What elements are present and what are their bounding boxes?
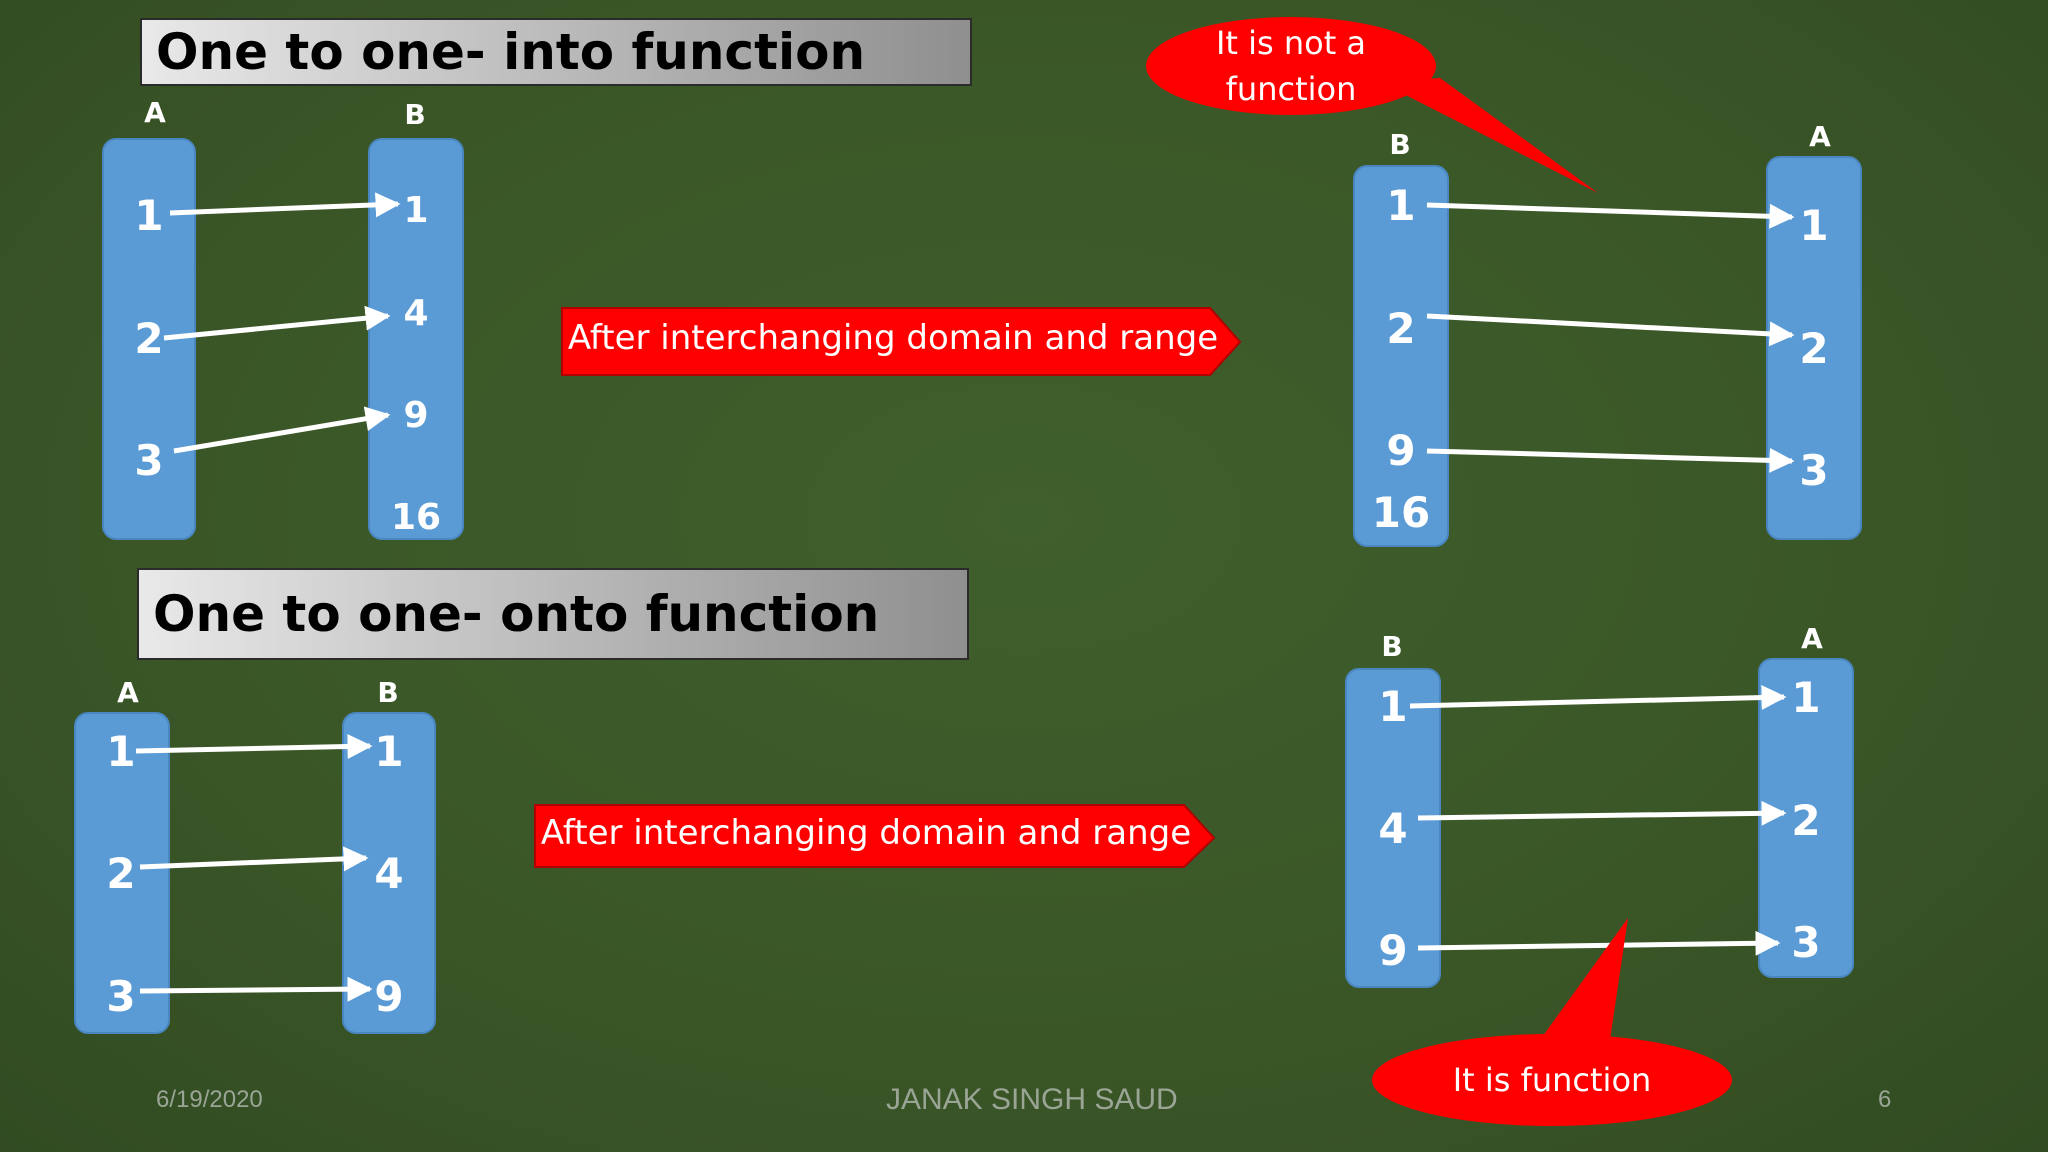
top-left-a-value: 3 [134,436,164,485]
bottom-right-map-arrow [1409,685,1787,711]
top-transform-banner [561,307,1242,376]
top-right-set-a-label: A [1809,120,1831,153]
top-callout-bubble [1146,17,1436,115]
bottom-left-a-value: 1 [106,727,136,776]
bottom-left-b-value: 4 [374,849,404,898]
bottom-callout-text: It is function [1452,1061,1652,1099]
bottom-left-map-arrow [135,733,373,759]
top-left-set-a-label: A [144,96,166,129]
top-right-b-value: 2 [1386,304,1416,353]
top-right-a-value: 2 [1799,324,1829,373]
bottom-left-domain-bar [74,712,170,1034]
top-right-map-arrow [1426,447,1795,473]
footer-slide-number: 6 [1878,1086,1892,1113]
bottom-callout-pointer [1540,918,1628,1040]
top-right-b-value: 1 [1386,181,1416,230]
top-left-a-value: 2 [134,314,164,363]
footer-author: JANAK SINGH SAUD [886,1083,1178,1116]
bottom-transform-banner [534,804,1216,868]
bottom-left-map-arrow [139,846,369,872]
top-callout-pointer [1380,78,1598,193]
top-callout-text: It is not a function [1215,24,1367,108]
top-left-b-value: 4 [403,293,429,334]
top-left-set-b-label: B [404,98,426,131]
bottom-right-map-arrow [1417,800,1787,826]
top-left-b-value: 9 [403,395,429,436]
top-left-a-value: 1 [134,191,164,240]
top-left-map-arrow [163,305,391,341]
bottom-right-b-value: 1 [1378,682,1408,731]
bottom-right-b-value: 4 [1378,804,1408,853]
bottom-transform-label: After interchanging domain and range [540,813,1192,853]
bottom-left-map-arrow [139,976,373,1002]
top-left-domain-bar [102,138,196,540]
top-left-map-arrow [173,406,391,454]
bottom-right-a-value: 1 [1791,673,1821,722]
top-transform-label: After interchanging domain and range [567,318,1219,358]
top-right-a-value: 3 [1799,446,1829,495]
top-right-b-value: 9 [1386,426,1416,475]
bottom-right-domain-bar [1345,668,1441,988]
bottom-left-b-value: 1 [374,727,404,776]
top-right-map-arrow [1426,313,1795,347]
top-left-map-arrow [169,192,401,218]
top-left-b-value: 1 [403,190,429,231]
top-right-domain-bar [1353,165,1449,547]
bottom-right-a-value: 2 [1791,796,1821,845]
title-into-function: One to one- into function [140,18,972,86]
top-right-set-b-label: B [1389,128,1411,161]
title-onto-function: One to one- onto function [137,568,969,660]
bottom-left-a-value: 3 [106,972,136,1021]
bottom-left-b-value: 9 [374,972,404,1021]
bottom-right-b-value: 9 [1378,926,1408,975]
top-right-a-value: 1 [1799,201,1829,250]
top-right-map-arrow [1426,202,1795,229]
bottom-right-set-b-label: B [1381,630,1403,663]
bottom-right-map-arrow [1417,930,1781,956]
bottom-right-set-a-label: A [1801,622,1823,655]
bottom-right-a-value: 3 [1791,918,1821,967]
bottom-callout-bubble [1372,1034,1732,1126]
footer-date: 6/19/2020 [156,1086,263,1113]
bottom-left-set-a-label: A [117,676,139,709]
top-right-b-value: 16 [1371,488,1431,537]
bottom-left-a-value: 2 [106,849,136,898]
top-left-b-value: 16 [390,497,442,538]
bottom-left-set-b-label: B [377,676,399,709]
